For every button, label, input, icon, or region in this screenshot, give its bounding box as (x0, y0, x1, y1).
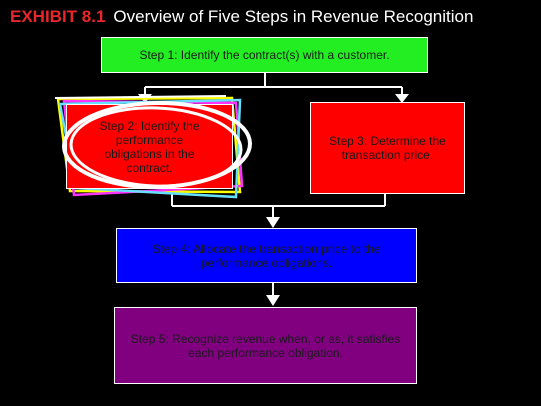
step-4-box: Step 4: Allocate the transaction price t… (116, 228, 417, 283)
connector-lines (144, 73, 403, 296)
arrowhead-step2 (138, 94, 152, 103)
arrowhead-step4 (266, 217, 280, 228)
arrowhead-step3 (395, 94, 409, 103)
step-3-box: Step 3: Determine the transaction price. (310, 102, 465, 194)
step-5-box: Step 5: Recognize revenue when, or as, i… (114, 307, 417, 384)
arrowhead-step5 (266, 295, 280, 306)
step-4-label: Step 4: Allocate the transaction price t… (152, 241, 381, 270)
step-2-label: Step 2: Identify the performance obligat… (99, 118, 200, 175)
step-2-box: Step 2: Identify the performance obligat… (66, 104, 233, 189)
step-5-label: Step 5: Recognize revenue when, or as, i… (130, 331, 401, 360)
step-3-label: Step 3: Determine the transaction price. (329, 134, 446, 162)
exhibit-label: EXHIBIT 8.1 (10, 7, 106, 26)
exhibit-title: EXHIBIT 8.1 Overview of Five Steps in Rev… (10, 6, 535, 28)
step-1-box: Step 1: Identify the contract(s) with a … (101, 37, 428, 73)
step-1-label: Step 1: Identify the contract(s) with a … (139, 48, 390, 62)
exhibit-heading: Overview of Five Steps in Revenue Recogn… (113, 7, 474, 26)
